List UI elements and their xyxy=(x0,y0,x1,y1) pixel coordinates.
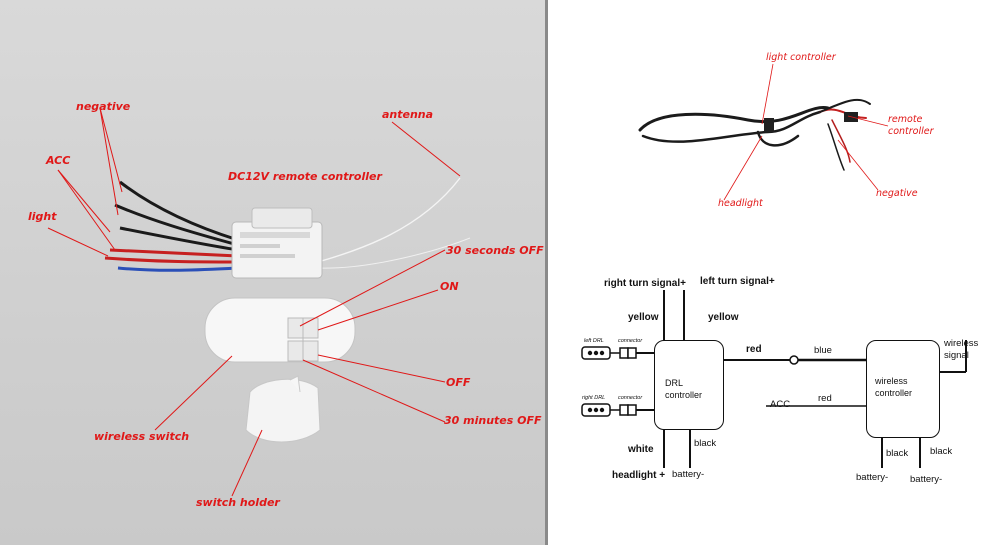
label-white: white xyxy=(628,444,654,455)
label-connector-bottom: connector xyxy=(618,395,643,401)
label-battery-wireless-1: battery- xyxy=(856,472,889,483)
antenna-wire-2 xyxy=(317,237,471,269)
blue-wire xyxy=(117,266,239,272)
controller-box xyxy=(231,221,323,279)
left-drl-plug xyxy=(581,346,637,360)
right-drawing xyxy=(581,63,967,468)
label-light: light xyxy=(28,210,57,223)
label-blue: blue xyxy=(814,345,832,356)
label-wireless-switch: wireless switch xyxy=(94,430,190,443)
red-wire-1 xyxy=(109,248,239,258)
label-off: OFF xyxy=(446,376,471,389)
label-right-drl: right DRL xyxy=(582,395,606,401)
pointer-lines xyxy=(47,107,461,497)
drl-controller-label: DRL controller xyxy=(665,378,703,400)
label-left-turn-signal: left turn signal+ xyxy=(700,276,775,287)
red-wire-2 xyxy=(104,256,239,264)
label-30-seconds-off: 30 seconds OFF xyxy=(446,244,544,257)
label-negative: negative xyxy=(76,100,131,113)
remote-body xyxy=(204,297,356,363)
label-antenna: antenna xyxy=(382,108,434,121)
label-left-drl: left DRL xyxy=(584,338,604,344)
label-black-drl: black xyxy=(694,438,717,449)
label-acc-diagram: ACC xyxy=(770,399,791,410)
black-wire-2 xyxy=(114,203,239,247)
label-acc: ACC xyxy=(46,154,71,167)
junction-dot xyxy=(789,355,799,365)
antenna-wire xyxy=(317,177,461,263)
label-battery-wireless-2: battery- xyxy=(910,474,943,485)
label-connector-top: connector xyxy=(618,338,643,344)
label-yellow-right: yellow xyxy=(708,312,739,323)
label-red-top: red xyxy=(746,344,762,355)
label-remote-controller: DC12V remote controller xyxy=(228,170,382,183)
label-remote-controller-photo: remote controller xyxy=(888,114,934,137)
label-wireless-signal: wireless signal xyxy=(944,338,979,361)
label-black-wireless-1: black xyxy=(886,448,909,459)
label-headlight-plus: headlight + xyxy=(612,470,666,481)
photo-pointer-lines xyxy=(723,63,889,201)
product-photo-panel: negative ACC light antenna DC12V remote … xyxy=(0,0,545,545)
cable-photo xyxy=(638,98,871,171)
drl-controller-box: DRL controller xyxy=(654,340,724,430)
label-30-minutes-off: 30 minutes OFF xyxy=(444,414,542,427)
label-battery-drl: battery- xyxy=(672,469,705,480)
label-negative-photo: negative xyxy=(876,188,918,199)
black-wire-1 xyxy=(119,180,239,242)
switch-holder-shape xyxy=(245,378,321,443)
panel-divider xyxy=(545,0,548,545)
wireless-controller-label: wireless controller xyxy=(875,376,913,398)
right-drl-plug xyxy=(581,403,637,417)
label-headlight: headlight xyxy=(718,198,763,209)
label-right-turn-signal: right turn signal+ xyxy=(604,278,686,289)
label-red-mid: red xyxy=(818,393,832,404)
label-light-controller: light controller xyxy=(766,52,836,63)
label-black-wireless-2: black xyxy=(930,446,953,457)
wireless-controller-box: wireless controller xyxy=(866,340,940,438)
wiring-lines xyxy=(636,290,967,468)
label-yellow-left: yellow xyxy=(628,312,659,323)
product-photo-drawing xyxy=(47,107,471,497)
label-switch-holder: switch holder xyxy=(196,496,280,509)
black-wire-3 xyxy=(119,226,239,252)
label-on: ON xyxy=(440,280,459,293)
right-panel: light controller remote controller headl… xyxy=(548,0,1000,545)
